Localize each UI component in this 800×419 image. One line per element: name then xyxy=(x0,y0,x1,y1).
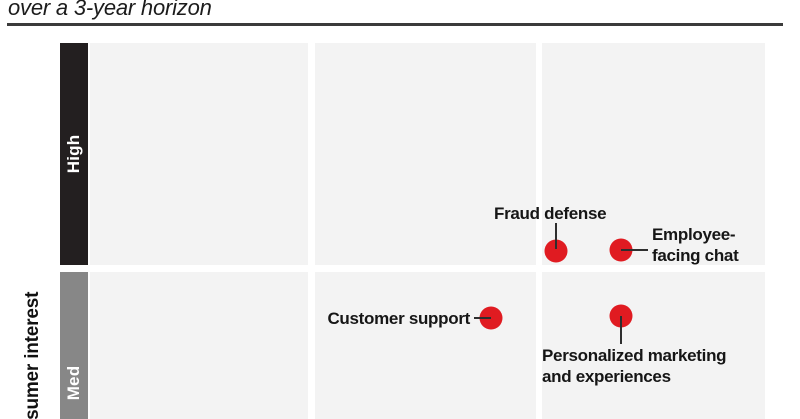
y-band-high: High xyxy=(60,43,88,265)
data-point-dot xyxy=(479,306,503,330)
leader-line xyxy=(555,223,557,249)
grid-cell-high-col3 xyxy=(542,43,765,265)
chart-title: over a 3-year horizon xyxy=(8,0,212,20)
data-point-label: Employee- facing chat xyxy=(652,225,739,265)
grid-cell-med-col3 xyxy=(542,272,765,419)
leader-line xyxy=(621,249,648,251)
y-band-med: Med xyxy=(60,272,88,419)
leader-line xyxy=(620,316,622,344)
y-axis-label: Consumer interest xyxy=(22,291,43,419)
data-point-dot xyxy=(544,239,568,263)
grid-cell-med-col2 xyxy=(315,272,536,419)
y-band-high-label: High xyxy=(64,134,83,174)
title-divider-rule xyxy=(7,23,783,26)
grid-cell-high-col1 xyxy=(90,43,308,265)
data-point-label: Personalized marketing and experiences xyxy=(542,346,727,386)
leader-line xyxy=(474,317,491,319)
data-point-label: Customer support xyxy=(327,309,470,328)
grid-cell-high-col2 xyxy=(315,43,536,265)
data-point-label: Fraud defense xyxy=(494,204,607,223)
y-band-med-label: Med xyxy=(64,365,83,400)
grid-cell-med-col1 xyxy=(90,272,308,419)
